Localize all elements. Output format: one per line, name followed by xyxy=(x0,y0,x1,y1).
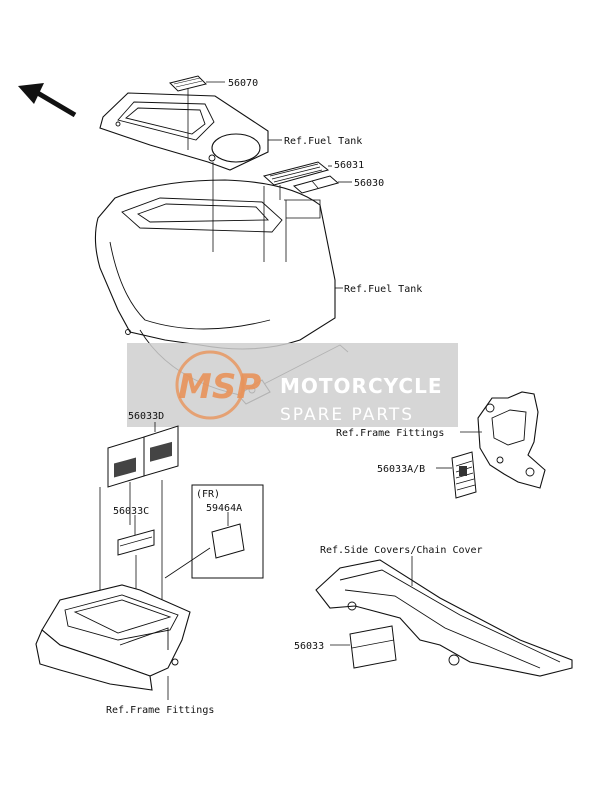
chain-cover xyxy=(315,556,573,677)
label-56070-decal xyxy=(169,75,225,150)
watermark-subtitle: SPARE PARTS xyxy=(280,405,414,425)
part-number-59464a: 59464A xyxy=(206,503,242,514)
fr-callout-box xyxy=(161,480,264,612)
fr-label: (FR) xyxy=(196,489,220,500)
part-number-56033c: 56033C xyxy=(113,506,149,517)
ref-frame-fittings-bottom: Ref.Frame Fittings xyxy=(106,705,214,716)
ref-frame-fittings-right: Ref.Frame Fittings xyxy=(336,428,444,439)
battery-tray xyxy=(35,584,191,700)
watermark: MSP MOTORCYCLE SPARE PARTS xyxy=(127,343,458,427)
ref-fuel-tank-side: Ref.Fuel Tank xyxy=(344,284,422,295)
label-56033-decal xyxy=(330,625,397,669)
part-number-56030: 56030 xyxy=(354,178,384,189)
watermark-title: MOTORCYCLE xyxy=(280,374,442,398)
part-number-56033: 56033 xyxy=(294,641,324,652)
part-number-56031: 56031 xyxy=(334,160,364,171)
watermark-logo: MSP xyxy=(178,367,261,407)
label-56031-decal xyxy=(262,161,332,200)
front-direction-arrow-icon xyxy=(18,83,77,118)
frame-fitting-bracket xyxy=(460,391,546,489)
ref-fuel-tank-top: Ref.Fuel Tank xyxy=(284,136,362,147)
tank-top-cover xyxy=(99,92,269,171)
label-56033d-decals xyxy=(99,422,179,612)
part-number-56033ab: 56033A/B xyxy=(377,464,425,475)
ref-side-covers: Ref.Side Covers/Chain Cover xyxy=(320,545,483,556)
part-number-56070: 56070 xyxy=(228,78,258,89)
label-56033ab-decal xyxy=(436,451,477,499)
part-number-56033d: 56033D xyxy=(128,411,164,422)
label-56030-decal xyxy=(284,175,352,219)
